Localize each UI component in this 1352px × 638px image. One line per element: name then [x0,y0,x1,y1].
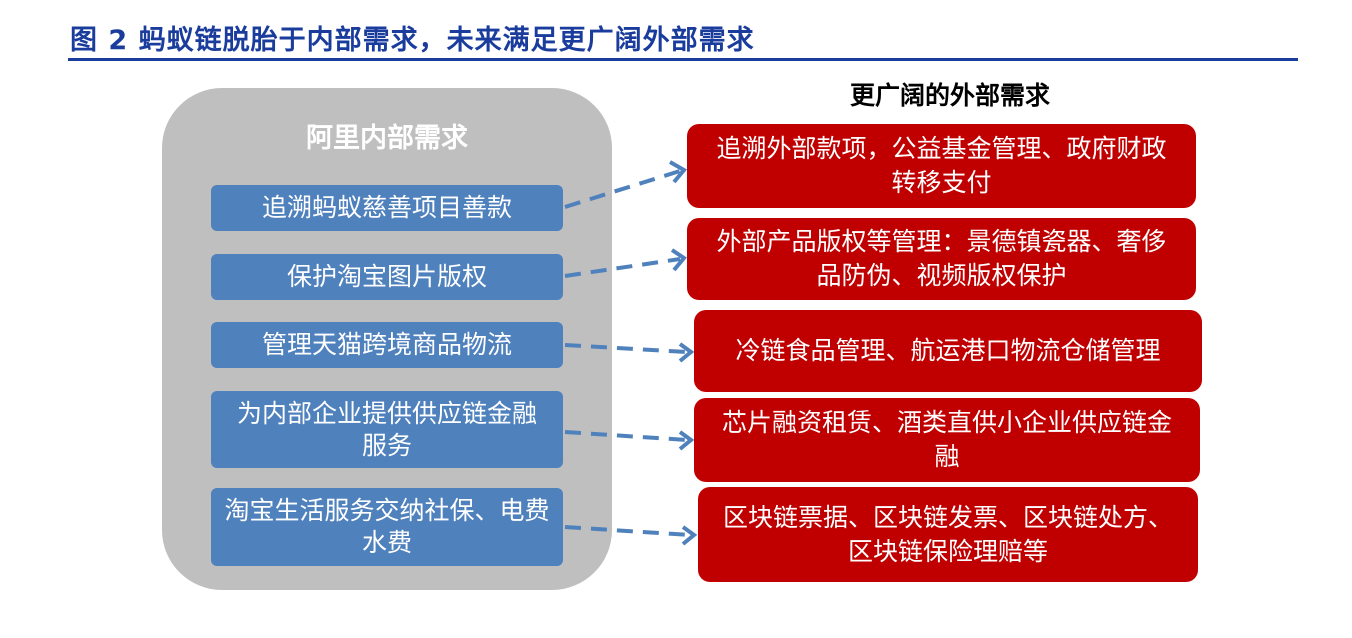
dashed-arrow [564,169,681,209]
internal-item: 管理天猫跨境商品物流 [211,322,563,368]
arrowhead-icon [669,160,688,184]
arrowhead-icon [681,525,698,546]
external-item: 芯片融资租赁、酒类直供小企业供应链金融 [694,398,1200,482]
dashed-arrow [564,257,681,278]
dashed-arrow [564,343,688,354]
dashed-arrow [564,525,691,537]
external-item: 冷链食品管理、航运港口物流仓储管理 [694,310,1202,392]
arrowhead-icon [678,430,695,451]
title-rule [68,58,1298,61]
arrowhead-icon [678,342,695,363]
internal-needs-heading: 阿里内部需求 [306,123,468,154]
internal-item: 为内部企业提供供应链金融服务 [211,391,563,468]
figure-title: 图 2 蚂蚁链脱胎于内部需求，未来满足更广阔外部需求 [70,25,755,56]
dashed-arrow [564,430,688,442]
external-item: 追溯外部款项，公益基金管理、政府财政转移支付 [687,124,1196,208]
internal-item: 追溯蚂蚁慈善项目善款 [211,185,563,231]
external-item: 外部产品版权等管理：景德镇瓷器、奢侈品防伪、视频版权保护 [687,218,1196,300]
external-needs-heading: 更广阔的外部需求 [849,81,1050,110]
arrowhead-icon [670,248,687,272]
external-item: 区块链票据、区块链发票、区块链处方、区块链保险理赔等 [698,487,1198,582]
internal-item: 淘宝生活服务交纳社保、电费水费 [211,488,563,566]
internal-item: 保护淘宝图片版权 [211,254,563,300]
